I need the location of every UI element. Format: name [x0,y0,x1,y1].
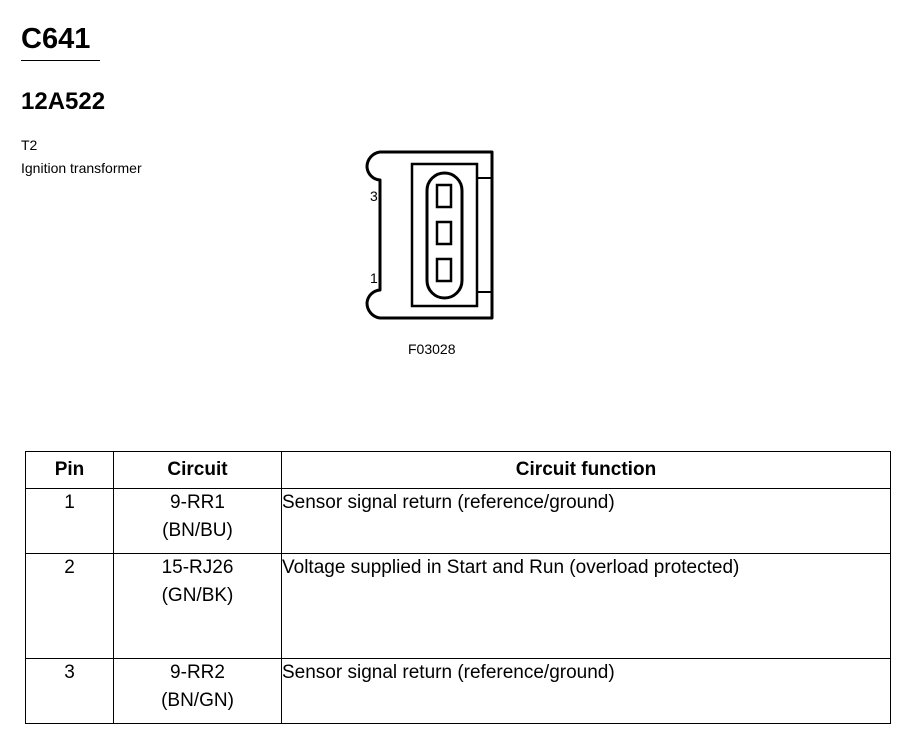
pin-label-3: 3 [370,188,378,204]
connector-id: C641 [21,23,91,55]
pin-number: 3 [25,658,114,724]
header-circuit: Circuit [113,451,282,489]
circuit-color: (BN/GN) [161,690,234,711]
terminal-pin-3 [435,183,453,209]
table-row: 3 9-RR2 (BN/GN) Sensor signal return (re… [25,658,891,724]
circuit-function: Sensor signal return (reference/ground) [281,658,891,724]
pin-label-1: 1 [370,270,378,286]
circuit-function: Sensor signal return (reference/ground) [281,488,891,554]
circuit-id: 15-RJ26 [161,557,234,578]
connector-inner-housing [410,162,479,308]
connector-face-diagram [365,150,494,320]
terminal-pin-2 [435,220,453,246]
component-description: Ignition transformer [21,160,142,176]
terminal-cavity [425,171,464,300]
component-reference: T2 [21,137,38,153]
header-circuit-function: Circuit function [281,451,891,489]
circuit-cell: 9-RR2 (BN/GN) [113,658,282,724]
circuit-color: (BN/BU) [162,520,233,541]
table-row: 2 15-RJ26 (GN/BK) Voltage supplied in St… [25,553,891,659]
connector-shell-outline [365,150,494,320]
figure-code: F03028 [408,341,456,357]
part-number: 12A522 [21,88,106,115]
circuit-id: 9-RR2 [170,662,225,683]
title-underline [21,60,100,61]
pinout-table: Pin Circuit Circuit function 1 9-RR1 (BN… [25,451,891,724]
header-pin: Pin [25,451,114,489]
circuit-color: (GN/BK) [161,585,234,606]
pin-number: 1 [25,488,114,554]
terminal-pin-1 [435,257,453,283]
pin-number: 2 [25,553,114,659]
circuit-cell: 15-RJ26 (GN/BK) [113,553,282,659]
table-header-row: Pin Circuit Circuit function [25,451,891,489]
table-row: 1 9-RR1 (BN/BU) Sensor signal return (re… [25,488,891,554]
circuit-function: Voltage supplied in Start and Run (overl… [281,553,891,659]
circuit-id: 9-RR1 [170,492,225,513]
circuit-cell: 9-RR1 (BN/BU) [113,488,282,554]
